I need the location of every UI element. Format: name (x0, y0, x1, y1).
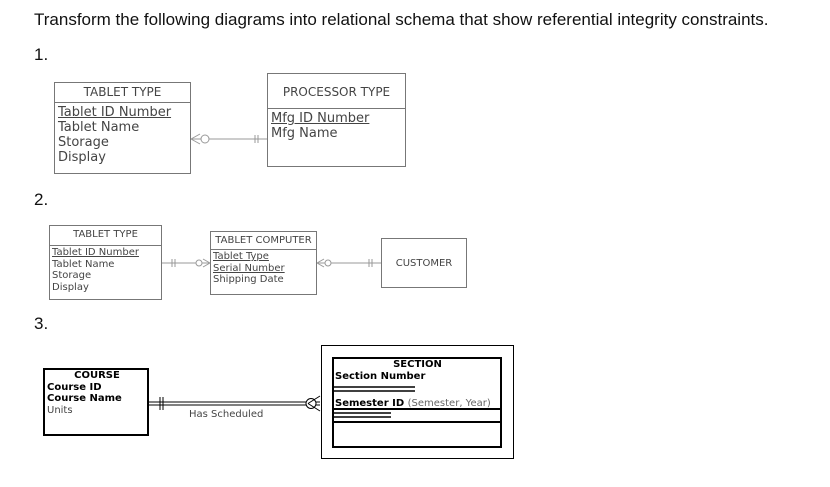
attr-serial-number: Serial Number (213, 262, 285, 274)
semester-id-label: Semester ID (335, 398, 405, 409)
tablet-type-entity-1: TABLET TYPE Tablet ID Number Tablet Name… (54, 82, 191, 174)
attr-tablet-id-number: Tablet ID Number (52, 247, 139, 258)
entity-title: PROCESSOR TYPE (282, 85, 391, 99)
entity-attributes: Tablet Type Serial Number Shipping Date (211, 249, 316, 286)
entity-title: SECTION (393, 359, 442, 370)
entity-content: COURSE Course ID Course Name Units (45, 370, 147, 416)
entity-attributes: Mfg ID Number Mfg Name (268, 108, 405, 142)
attr-storage: Storage (58, 134, 109, 150)
attr-tablet-name: Tablet Name (52, 258, 115, 270)
entity-attributes: Tablet ID Number Tablet Name Storage Dis… (55, 102, 190, 166)
attr-semester-id: Semester ID (Semester, Year) (335, 398, 500, 410)
entity-title: TABLET TYPE (83, 85, 162, 99)
page-heading: Transform the following diagrams into re… (34, 10, 769, 29)
connector-course-section (149, 395, 321, 412)
section-entity: SECTION Section Number Semester ID (Seme… (332, 357, 502, 448)
tablet-type-entity-2: TABLET TYPE Tablet ID Number Tablet Name… (49, 225, 162, 300)
customer-entity: CUSTOMER (381, 238, 467, 288)
attr-display: Display (58, 149, 106, 165)
entity-title: TABLET TYPE (73, 229, 138, 240)
connector-tablet-processor (190, 133, 267, 145)
attr-mfg-id-number: Mfg ID Number (271, 111, 370, 126)
course-entity: COURSE Course ID Course Name Units (43, 368, 149, 436)
attr-shipping-date: Shipping Date (213, 274, 284, 285)
attr-course-name: Course Name (47, 393, 122, 404)
tablet-computer-entity: TABLET COMPUTER Tablet Type Serial Numbe… (210, 231, 317, 295)
attr-section-number: Section Number (335, 371, 426, 382)
entity-attributes: Tablet ID Number Tablet Name Storage Dis… (50, 245, 161, 293)
entity-title: CUSTOMER (395, 258, 453, 269)
entity-title: TABLET COMPUTER (215, 235, 312, 246)
attr-tablet-name: Tablet Name (58, 119, 140, 135)
relationship-label: Has Scheduled (189, 409, 264, 420)
diagram-1-number: 1. (34, 45, 49, 64)
connector-type-computer (162, 258, 211, 268)
diagram-3-number: 3. (34, 314, 49, 333)
attr-mfg-name: Mfg Name (271, 125, 338, 141)
semester-parts: (Semester, Year) (407, 398, 491, 409)
entity-content: SECTION Section Number Semester ID (Seme… (334, 359, 500, 410)
section-divider-lines (334, 408, 500, 423)
attr-units: Units (47, 404, 73, 416)
attr-course-id: Course ID (47, 381, 102, 393)
connector-computer-customer (316, 258, 381, 268)
attr-storage: Storage (52, 270, 92, 281)
attr-display: Display (52, 281, 89, 293)
attr-tablet-id-number: Tablet ID Number (58, 105, 172, 120)
processor-type-entity: PROCESSOR TYPE Mfg ID Number Mfg Name (267, 73, 406, 167)
entity-title: COURSE (74, 370, 120, 381)
section-key-underlines (334, 386, 415, 418)
attr-tablet-type: Tablet Type (213, 251, 269, 262)
diagram-2-number: 2. (34, 190, 49, 209)
